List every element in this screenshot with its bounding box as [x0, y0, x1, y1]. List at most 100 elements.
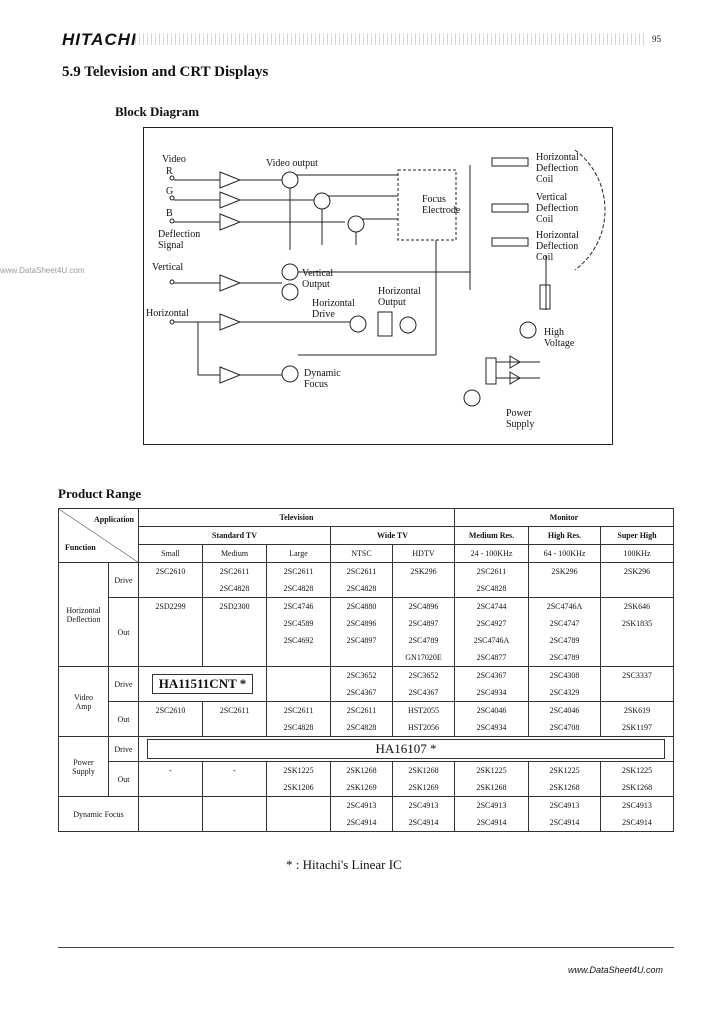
table-cell: 2SC2610: [138, 701, 203, 719]
label-focus-electrode: Focus Electrode: [422, 194, 461, 216]
table-cell: [528, 580, 602, 598]
header-medium-res: Medium Res.: [454, 526, 530, 545]
table-cell: 2SC4896: [330, 615, 393, 632]
label-horizontal-drive: Horizontal Drive: [312, 298, 355, 320]
sub-drive: Drive: [108, 562, 139, 598]
ic-cell: HA11511CNT *: [138, 666, 267, 702]
table-cell: 2SK619: [600, 701, 675, 719]
table-cell: 2SC4913: [330, 796, 393, 814]
table-cell: 2SC4914: [330, 814, 393, 832]
table-cell: 2SK296: [391, 562, 456, 580]
header-hdtv: HDTV: [391, 544, 456, 563]
header-rule: [135, 33, 645, 45]
table-cell: -: [138, 761, 203, 779]
sub-drive: Drive: [108, 666, 139, 702]
table-cell: 2SC2611: [202, 701, 267, 719]
table-cell: -: [202, 761, 267, 779]
table-cell: 2SC4914: [528, 814, 602, 832]
product-range-title: Product Range: [58, 486, 142, 501]
bottom-rule: [58, 947, 674, 948]
table-cell: 2SK1268: [391, 761, 456, 779]
table-cell: 2SD2300: [202, 597, 267, 615]
header-ntsc: NTSC: [330, 544, 393, 563]
header-medium: Medium: [202, 544, 267, 563]
header-freq-3: 100KHz: [600, 544, 675, 563]
table-cell: 2SC4828: [202, 580, 267, 598]
block-diagram-frame: [143, 127, 613, 445]
table-cell: 2SK1269: [330, 779, 393, 797]
group-horizontal-deflection: Horizontal Deflection: [58, 562, 109, 667]
table-cell: 2SC4692: [266, 632, 331, 649]
label-video: Video: [162, 154, 186, 165]
header-function: Function: [65, 543, 96, 552]
table-cell: 2SK1835: [600, 615, 675, 632]
table-cell: [138, 814, 203, 832]
table-cell: 2SC4789: [528, 632, 602, 649]
table-cell: 2SC4746A: [454, 632, 530, 649]
table-cell: 2SC2611: [454, 562, 530, 580]
table-cell: 2SC4897: [330, 632, 393, 649]
table-cell: 2SC4828: [266, 580, 331, 598]
table-cell: 2SC3337: [600, 666, 675, 684]
table-cell: 2SK1206: [266, 779, 331, 797]
table-cell: 2SC3652: [391, 666, 456, 684]
table-cell: 2SC3652: [330, 666, 393, 684]
table-cell: 2SC4789: [391, 632, 456, 649]
table-cell: [266, 649, 331, 667]
corner-cell: Application Function: [58, 508, 139, 563]
table-cell: [266, 666, 331, 702]
table-cell: 2SK1225: [600, 761, 675, 779]
table-cell: 2SC4789: [528, 649, 602, 667]
label-power-supply: Power Supply: [506, 408, 535, 430]
header-monitor: Monitor: [454, 508, 675, 527]
block-diagram-title: Block Diagram: [115, 104, 200, 119]
header-television: Television: [137, 508, 456, 527]
header-application: Application: [93, 515, 134, 524]
table-cell: 2SC4927: [454, 615, 530, 632]
table-cell: [138, 796, 203, 814]
table-cell: 2SC4913: [528, 796, 602, 814]
ic-cell: HA16107 *: [137, 736, 675, 762]
table-cell: [202, 632, 267, 649]
section-title: 5.9 Television and CRT Displays: [62, 64, 269, 80]
table-cell: [202, 779, 267, 797]
table-cell: GN17020E: [391, 649, 456, 667]
label-dynamic-focus: Dynamic Focus: [304, 368, 341, 390]
table-cell: [202, 796, 267, 814]
table-cell: 2SC4329: [528, 684, 602, 702]
table-cell: 2SC4828: [330, 719, 393, 737]
table-cell: HST2056: [391, 719, 456, 737]
label-g: G: [166, 186, 174, 197]
product-range-table: Application Function Television Monitor …: [58, 508, 675, 832]
table-cell: 2SK1268: [528, 779, 602, 797]
label-vertical-output: Vertical Output: [302, 268, 334, 290]
header-wide-tv: Wide TV: [329, 526, 456, 545]
label-r: R: [166, 166, 173, 177]
table-cell: 2SC4934: [454, 684, 530, 702]
sub-out: Out: [108, 701, 139, 737]
table-cell: 2SK646: [600, 597, 675, 615]
table-cell: 2SC4367: [391, 684, 456, 702]
table-cell: 2SC4828: [454, 580, 530, 598]
label-horizontal-output: Horizontal Output: [378, 286, 421, 308]
table-cell: HST2055: [391, 701, 456, 719]
table-cell: 2SC4828: [266, 719, 331, 737]
header-small: Small: [138, 544, 203, 563]
table-cell: [600, 649, 675, 667]
table-cell: 2SC4746A: [528, 597, 602, 615]
table-cell: 2SK1225: [528, 761, 602, 779]
table-cell: 2SC4367: [330, 684, 393, 702]
footnote: * : Hitachi's Linear IC: [286, 857, 402, 872]
table-cell: 2SC4589: [266, 615, 331, 632]
table-cell: [266, 796, 331, 814]
table-cell: 2SC4046: [528, 701, 602, 719]
table-cell: [391, 580, 456, 598]
table-cell: [600, 632, 675, 649]
group-dynamic-focus: Dynamic Focus: [58, 796, 139, 832]
table-cell: 2SC4913: [600, 796, 675, 814]
footer-watermark: www.DataSheet4U.com: [568, 965, 664, 975]
table-cell: 2SC4828: [330, 580, 393, 598]
table-cell: 2SK1225: [266, 761, 331, 779]
sub-out: Out: [108, 761, 139, 797]
table-cell: 2SD2299: [138, 597, 203, 615]
